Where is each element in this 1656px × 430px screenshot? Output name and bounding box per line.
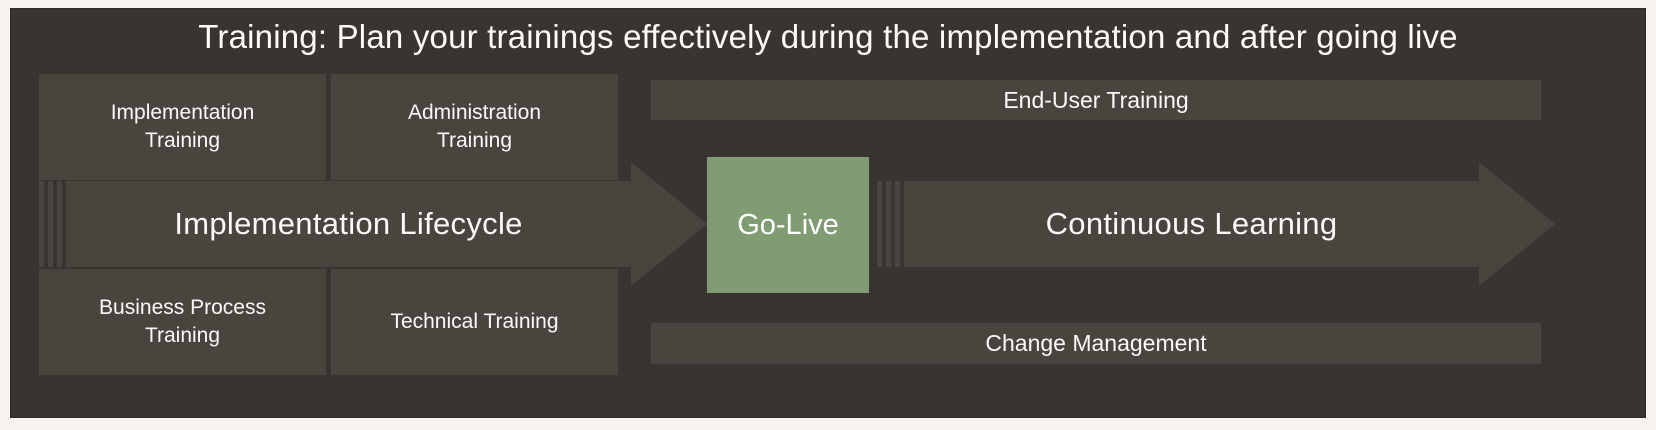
arrow-stripe-accent [57,181,62,267]
end-user-training-band: End-User Training [651,80,1541,120]
training-box-implementation-label: Implementation Training [110,101,255,152]
training-box-business-process: Business Process Training [39,269,326,375]
training-box-implementation: Implementation Training [39,74,326,180]
continuous-learning-arrowhead-icon [1479,162,1555,286]
implementation-lifecycle-arrow: Implementation Lifecycle [66,181,631,267]
implementation-lifecycle-label: Implementation Lifecycle [174,206,523,241]
arrow-stripe-accent [48,181,53,267]
go-live-label: Go-Live [737,208,839,241]
arrow-stripe-accent [39,181,44,267]
continuous-learning-arrow: Continuous Learning [904,181,1479,267]
training-box-administration: Administration Training [331,74,618,180]
training-box-technical-label: Technical Training [390,310,559,333]
page-title: Training: Plan your trainings effectivel… [198,18,1458,55]
training-box-business-process-label: Business Process Training [99,296,266,347]
diagram-panel: Training: Plan your trainings effectivel… [10,8,1646,418]
training-box-technical: Technical Training [331,269,618,375]
continuous-learning-label: Continuous Learning [1045,206,1338,241]
implementation-lifecycle-arrowhead-icon [631,162,707,286]
arrow-stripe-accent [895,181,900,267]
arrow-stripe-accent [886,181,891,267]
change-management-label: Change Management [985,330,1207,356]
arrow-stripe-accent [877,181,882,267]
go-live-milestone: Go-Live [707,157,869,293]
change-management-band: Change Management [651,323,1541,364]
end-user-training-label: End-User Training [1003,86,1189,113]
training-box-administration-label: Administration Training [407,101,542,152]
